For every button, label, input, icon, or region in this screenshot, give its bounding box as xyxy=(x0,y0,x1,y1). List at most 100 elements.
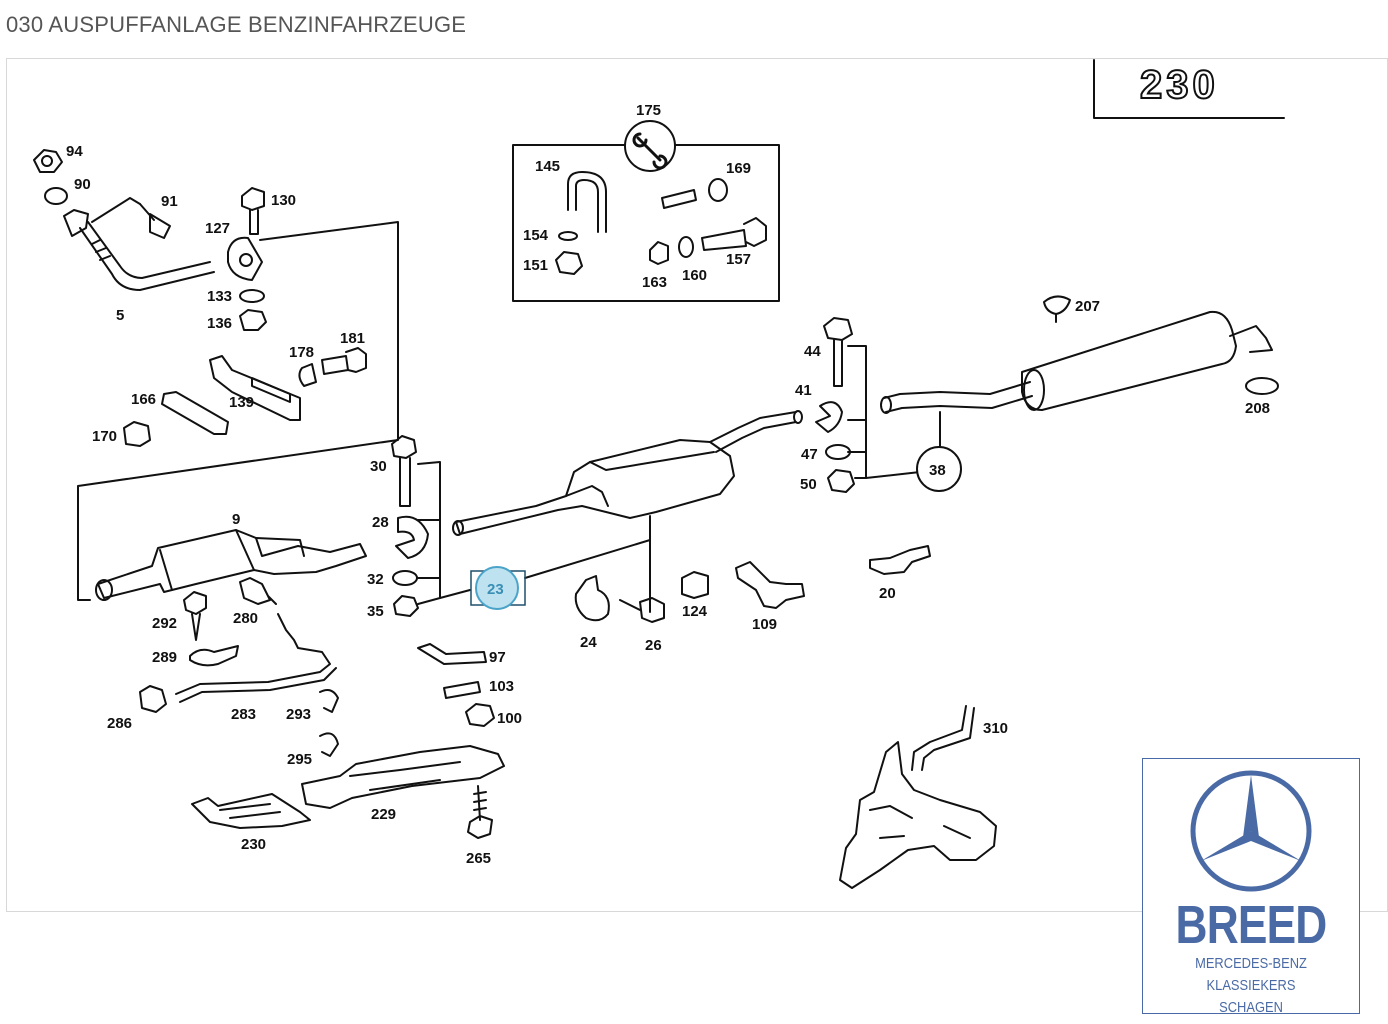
brand-location: SCHAGEN xyxy=(1219,999,1283,1016)
part-208-washer xyxy=(1245,377,1279,395)
part-24-clamp xyxy=(574,575,610,622)
part-label-94[interactable]: 94 xyxy=(66,143,83,160)
part-label-151[interactable]: 151 xyxy=(523,257,548,274)
part-50-nut xyxy=(827,469,855,493)
part-181-bolt xyxy=(321,347,367,375)
part-20-bracket xyxy=(869,545,931,575)
part-label-32[interactable]: 32 xyxy=(367,571,384,588)
part-label-5[interactable]: 5 xyxy=(116,307,124,324)
part-30-bolt xyxy=(391,435,417,507)
part-label-127[interactable]: 127 xyxy=(205,220,230,237)
part-47-washer xyxy=(825,444,851,460)
part-280-sensor xyxy=(239,577,277,605)
part-178-rubber xyxy=(298,363,317,387)
wrench-icon xyxy=(624,120,676,172)
part-label-103[interactable]: 103 xyxy=(489,678,514,695)
part-label-47[interactable]: 47 xyxy=(801,446,818,463)
part-label-160[interactable]: 160 xyxy=(682,267,707,284)
frame-bracket-mid xyxy=(417,461,471,605)
part-label-166[interactable]: 166 xyxy=(131,391,156,408)
part-label-28[interactable]: 28 xyxy=(372,514,389,531)
part-label-136[interactable]: 136 xyxy=(207,315,232,332)
part-label-26[interactable]: 26 xyxy=(645,637,662,654)
part-97-bracket xyxy=(417,643,487,665)
part-103-plate xyxy=(443,681,481,699)
part-label-280[interactable]: 280 xyxy=(233,610,258,627)
part-35-nut xyxy=(393,595,419,617)
part-label-229[interactable]: 229 xyxy=(371,806,396,823)
part-label-9[interactable]: 9 xyxy=(232,511,240,528)
part-label-130[interactable]: 130 xyxy=(271,192,296,209)
part-label-289[interactable]: 289 xyxy=(152,649,177,666)
part-207-mount xyxy=(1043,295,1071,323)
part-label-283[interactable]: 283 xyxy=(231,706,256,723)
part-label-295[interactable]: 295 xyxy=(287,751,312,768)
frame-front-group xyxy=(77,221,399,601)
part-157-bolt xyxy=(701,217,767,251)
part-154-washer xyxy=(558,231,578,241)
part-145-ubolt xyxy=(567,171,607,233)
part-rear-silencer xyxy=(1021,310,1237,411)
part-label-90[interactable]: 90 xyxy=(74,176,91,193)
part-label-208[interactable]: 208 xyxy=(1245,400,1270,417)
part-label-207[interactable]: 207 xyxy=(1075,298,1100,315)
frame-rear-bracket xyxy=(847,345,921,479)
part-230-shield xyxy=(191,793,311,829)
part-229-heatshield xyxy=(301,745,505,809)
part-136-nut xyxy=(239,309,267,331)
part-label-145[interactable]: 145 xyxy=(535,158,560,175)
part-170-nut xyxy=(123,421,151,447)
part-109-bracket xyxy=(735,561,805,609)
part-label-154[interactable]: 154 xyxy=(523,227,549,244)
callout-38[interactable] xyxy=(916,446,962,492)
part-manifold xyxy=(839,741,997,889)
part-139-bracket xyxy=(209,355,301,421)
part-label-30[interactable]: 30 xyxy=(370,458,387,475)
brand-tagline: MERCEDES-BENZ KLASSIEKERS xyxy=(1195,955,1307,994)
part-label-310[interactable]: 310 xyxy=(983,720,1008,737)
part-286-nut xyxy=(139,685,167,713)
part-label-24[interactable]: 24 xyxy=(580,634,597,651)
part-label-265[interactable]: 265 xyxy=(466,850,491,867)
part-label-50[interactable]: 50 xyxy=(800,476,817,493)
part-label-97[interactable]: 97 xyxy=(489,649,506,666)
part-label-170[interactable]: 170 xyxy=(92,428,117,445)
part-label-41[interactable]: 41 xyxy=(795,382,812,399)
part-41-clamp xyxy=(815,401,843,433)
part-289-clip xyxy=(189,645,239,667)
model-badge: 230 xyxy=(1140,63,1219,107)
part-label-293[interactable]: 293 xyxy=(286,706,311,723)
part-28-clamp xyxy=(395,515,429,559)
part-295-clip xyxy=(319,732,339,757)
part-label-20[interactable]: 20 xyxy=(879,585,896,602)
part-label-35[interactable]: 35 xyxy=(367,603,384,620)
part-label-38[interactable]: 38 xyxy=(929,462,946,479)
part-label-169[interactable]: 169 xyxy=(726,160,751,177)
part-94-nut xyxy=(33,149,63,173)
mercedes-star-icon xyxy=(1190,770,1312,892)
part-label-133[interactable]: 133 xyxy=(207,288,232,305)
part-label-178[interactable]: 178 xyxy=(289,344,314,361)
page-title: 030 AUSPUFFANLAGE BENZINFAHRZEUGE xyxy=(6,12,467,37)
part-label-100[interactable]: 100 xyxy=(497,710,522,727)
part-label-292[interactable]: 292 xyxy=(152,615,177,632)
part-127-clamp xyxy=(227,236,263,281)
part-9-catalyst xyxy=(97,529,367,599)
selected-part-highlight[interactable] xyxy=(475,566,519,610)
part-label-163[interactable]: 163 xyxy=(642,274,667,291)
part-label-175[interactable]: 175 xyxy=(636,102,661,119)
part-label-181[interactable]: 181 xyxy=(340,330,365,347)
part-90-washer xyxy=(44,187,68,205)
part-label-109[interactable]: 109 xyxy=(752,616,777,633)
part-label-286[interactable]: 286 xyxy=(107,715,132,732)
part-label-124[interactable]: 124 xyxy=(682,603,708,620)
part-label-230[interactable]: 230 xyxy=(241,836,266,853)
part-label-91[interactable]: 91 xyxy=(161,193,178,210)
selected-part-label[interactable]: 23 xyxy=(487,581,504,598)
part-label-157[interactable]: 157 xyxy=(726,251,751,268)
part-26-screw xyxy=(619,597,665,623)
part-label-139[interactable]: 139 xyxy=(229,394,254,411)
part-label-44[interactable]: 44 xyxy=(804,343,821,360)
part-130-bolt xyxy=(241,187,265,235)
